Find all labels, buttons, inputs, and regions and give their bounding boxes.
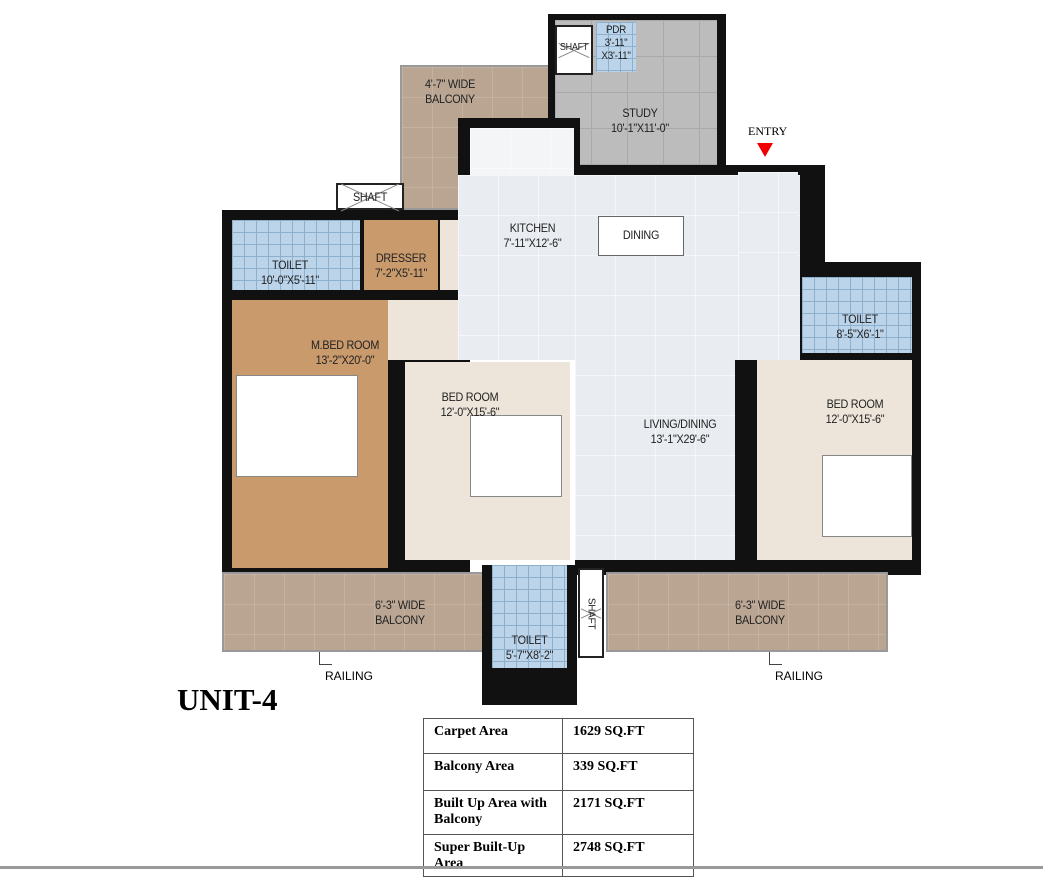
entry-label: ENTRY — [748, 124, 788, 138]
railing-right-label: RAILING — [775, 669, 824, 683]
shaft-top-label: SHAFT — [559, 42, 589, 53]
area-label: Super Built-Up Area — [423, 834, 563, 877]
master-bed — [236, 375, 358, 477]
railing-left-leader — [319, 652, 332, 665]
shaft-top — [555, 25, 593, 75]
toilet-bottom — [492, 565, 567, 668]
shaft-mid-label: SHAFT — [352, 190, 388, 204]
entry-foyer — [738, 172, 798, 272]
area-label: Carpet Area — [423, 718, 563, 754]
balcony-right — [606, 572, 888, 652]
shaft-bottom-label: SHAFT — [585, 597, 597, 630]
area-value: 339 SQ.FT — [562, 753, 694, 791]
railing-left-label: RAILING — [325, 669, 374, 683]
area-label: Built Up Area with Balcony — [423, 790, 563, 835]
unit-title: UNIT-4 — [177, 682, 278, 717]
dining-table — [598, 216, 684, 256]
area-value: 1629 SQ.FT — [562, 718, 694, 754]
page-divider — [0, 866, 1043, 869]
area-value: 2171 SQ.FT — [562, 790, 694, 835]
dining-label: DINING — [622, 228, 660, 242]
wardrobe — [440, 220, 458, 290]
dresser — [364, 220, 438, 290]
pdr — [596, 22, 636, 72]
shaft-bottom — [578, 568, 604, 658]
area-label: Balcony Area — [423, 753, 563, 791]
entry-arrow-icon — [757, 143, 773, 157]
toilet-left — [232, 220, 360, 290]
living-area — [575, 175, 735, 560]
passage — [388, 300, 458, 360]
railing-right-leader — [769, 652, 782, 665]
bed-right — [822, 455, 912, 537]
bed-middle — [470, 415, 562, 497]
shaft-mid — [336, 183, 404, 210]
area-value: 2748 SQ.FT — [562, 834, 694, 877]
toilet-right — [802, 277, 912, 353]
